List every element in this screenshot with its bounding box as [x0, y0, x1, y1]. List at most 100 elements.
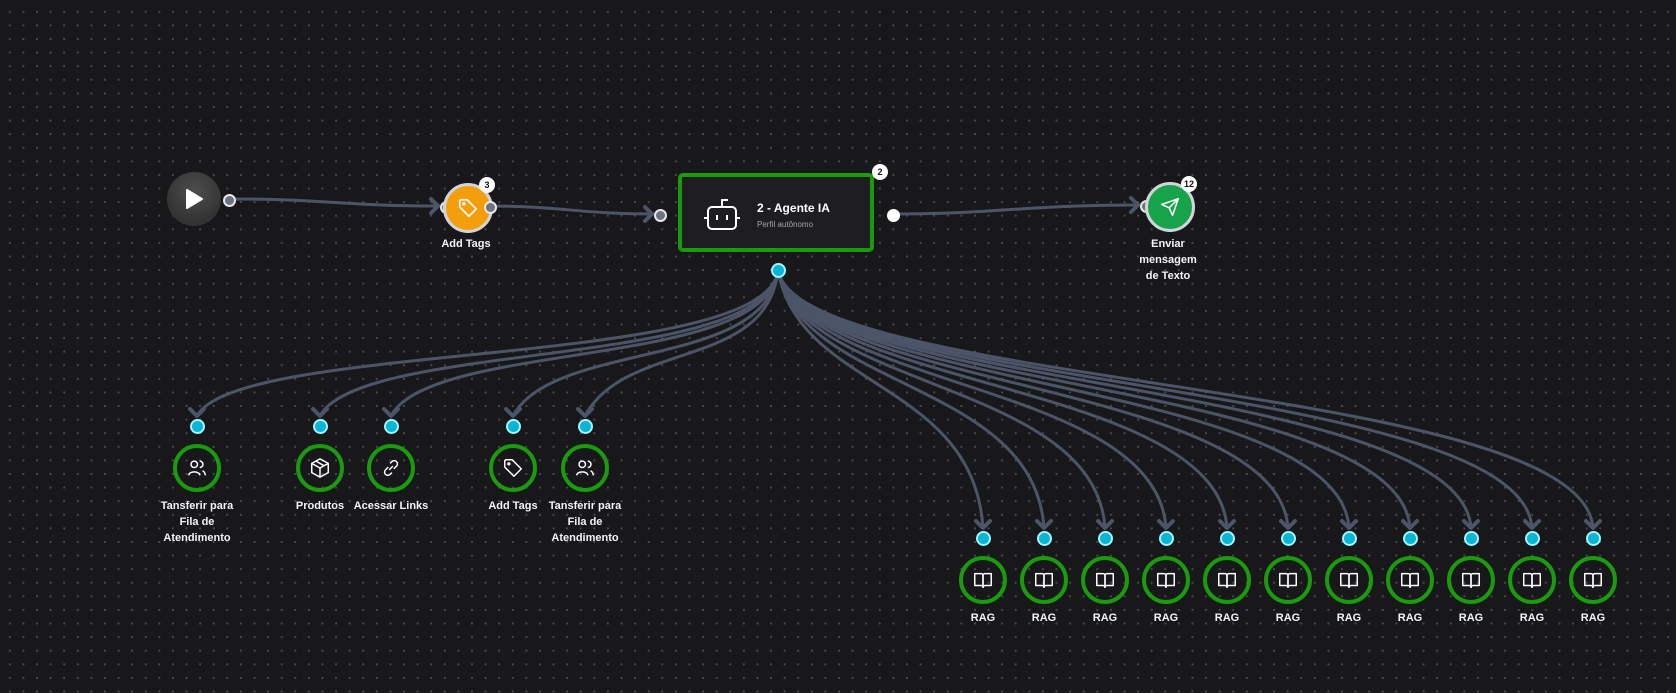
- edge-agent-to-tool: [776, 269, 1473, 529]
- rag-node[interactable]: [1325, 556, 1373, 604]
- rag-node[interactable]: [1264, 556, 1312, 604]
- edge-add-tags-to-agent: [488, 204, 655, 216]
- label-line: Add Tags: [488, 500, 538, 512]
- rag-input-handle[interactable]: [1403, 531, 1418, 546]
- tool-node[interactable]: [367, 444, 415, 492]
- rag-label: RAG: [1543, 610, 1643, 626]
- tool-node[interactable]: [296, 444, 344, 492]
- label-line: Fila de: [567, 516, 603, 528]
- label-line: RAG: [1214, 612, 1240, 624]
- rag-node[interactable]: [1203, 556, 1251, 604]
- agent-input-handle[interactable]: [654, 209, 667, 222]
- tool-input-handle[interactable]: [578, 419, 593, 434]
- rag-input-handle[interactable]: [976, 531, 991, 546]
- edge-arrowhead: [382, 407, 400, 418]
- edge-arrowhead: [1218, 519, 1236, 530]
- start-output-handle[interactable]: [223, 194, 236, 207]
- tool-label: Acessar Links: [341, 498, 441, 514]
- tool-label: Add Tags: [463, 498, 563, 514]
- rag-label: RAG: [1299, 610, 1399, 626]
- label-line: Tansferir para: [160, 500, 234, 512]
- edge-agent-to-tool: [195, 269, 780, 417]
- start-node[interactable]: [167, 172, 221, 226]
- edge-agent-to-tool: [776, 269, 1351, 529]
- rag-label: RAG: [1238, 610, 1338, 626]
- rag-node[interactable]: [959, 556, 1007, 604]
- agent-output-handle[interactable]: [887, 209, 900, 222]
- edge-arrowhead: [504, 407, 522, 418]
- label-line: Produtos: [295, 500, 345, 512]
- edge-agent-to-tool: [776, 269, 1168, 529]
- tool-input-handle[interactable]: [506, 419, 521, 434]
- edge-arrowhead: [1401, 519, 1419, 530]
- tag-icon: [504, 459, 522, 477]
- agent-tools-handle[interactable]: [771, 263, 786, 278]
- book-icon: [1035, 572, 1053, 589]
- rag-node[interactable]: [1447, 556, 1495, 604]
- rag-label: RAG: [1055, 610, 1155, 626]
- agent-ia-node[interactable]: 2 - Agente IA Perfil autônomo: [678, 173, 874, 252]
- label-line: Atendimento: [551, 532, 619, 544]
- rag-input-handle[interactable]: [1037, 531, 1052, 546]
- add-tags-badge: 3: [479, 177, 495, 193]
- rag-input-handle[interactable]: [1586, 531, 1601, 546]
- book-icon: [1584, 572, 1602, 589]
- label-line: RAG: [1458, 612, 1484, 624]
- rag-input-handle[interactable]: [1525, 531, 1540, 546]
- edge-arrowhead: [1157, 519, 1175, 530]
- rag-input-handle[interactable]: [1098, 531, 1113, 546]
- send-label: Enviar mensagem de Texto: [1118, 236, 1218, 284]
- agent-subtitle: Perfil autônomo: [757, 220, 814, 229]
- label-line: RAG: [1519, 612, 1545, 624]
- rag-input-handle[interactable]: [1464, 531, 1479, 546]
- rag-node[interactable]: [1020, 556, 1068, 604]
- add-tags-output-handle[interactable]: [484, 201, 497, 214]
- edge-agent-to-tool: [583, 269, 780, 417]
- tool-node[interactable]: [489, 444, 537, 492]
- send-icon: [1160, 197, 1180, 217]
- agent-title: 2 - Agente IA: [757, 201, 830, 215]
- tool-input-handle[interactable]: [190, 419, 205, 434]
- label-line: RAG: [1336, 612, 1362, 624]
- rag-label: RAG: [1177, 610, 1277, 626]
- edge-arrowhead: [974, 519, 992, 530]
- edge-agent-to-tool: [511, 269, 780, 417]
- label-line: RAG: [1092, 612, 1118, 624]
- rag-node[interactable]: [1081, 556, 1129, 604]
- edge-arrowhead: [1523, 519, 1541, 530]
- rag-node[interactable]: [1508, 556, 1556, 604]
- rag-input-handle[interactable]: [1159, 531, 1174, 546]
- rag-node[interactable]: [1386, 556, 1434, 604]
- box-icon: [311, 458, 329, 478]
- rag-label: RAG: [1116, 610, 1216, 626]
- link-icon: [383, 459, 399, 477]
- rag-node[interactable]: [1569, 556, 1617, 604]
- label-line: Tansferir para: [548, 500, 622, 512]
- rag-input-handle[interactable]: [1342, 531, 1357, 546]
- rag-label: RAG: [1482, 610, 1582, 626]
- book-icon: [1157, 572, 1175, 589]
- edge-start-to-add-tags: [227, 197, 441, 208]
- edge-arrowhead: [1035, 519, 1053, 530]
- tool-input-handle[interactable]: [313, 419, 328, 434]
- tool-input-handle[interactable]: [384, 419, 399, 434]
- book-icon: [1401, 572, 1419, 589]
- label-line: RAG: [1275, 612, 1301, 624]
- add-tags-label: Add Tags: [441, 238, 491, 250]
- tool-node[interactable]: [173, 444, 221, 492]
- label-line: RAG: [1397, 612, 1423, 624]
- tool-node[interactable]: [561, 444, 609, 492]
- tag-icon: [458, 198, 478, 218]
- rag-input-handle[interactable]: [1220, 531, 1235, 546]
- edge-arrowhead: [188, 407, 206, 418]
- rag-input-handle[interactable]: [1281, 531, 1296, 546]
- users-icon: [576, 460, 594, 476]
- agent-badge: 2: [872, 164, 888, 180]
- label-line: RAG: [1031, 612, 1057, 624]
- rag-node[interactable]: [1142, 556, 1190, 604]
- send-badge: 12: [1181, 176, 1197, 192]
- label-line: Atendimento: [163, 532, 231, 544]
- book-icon: [1523, 572, 1541, 589]
